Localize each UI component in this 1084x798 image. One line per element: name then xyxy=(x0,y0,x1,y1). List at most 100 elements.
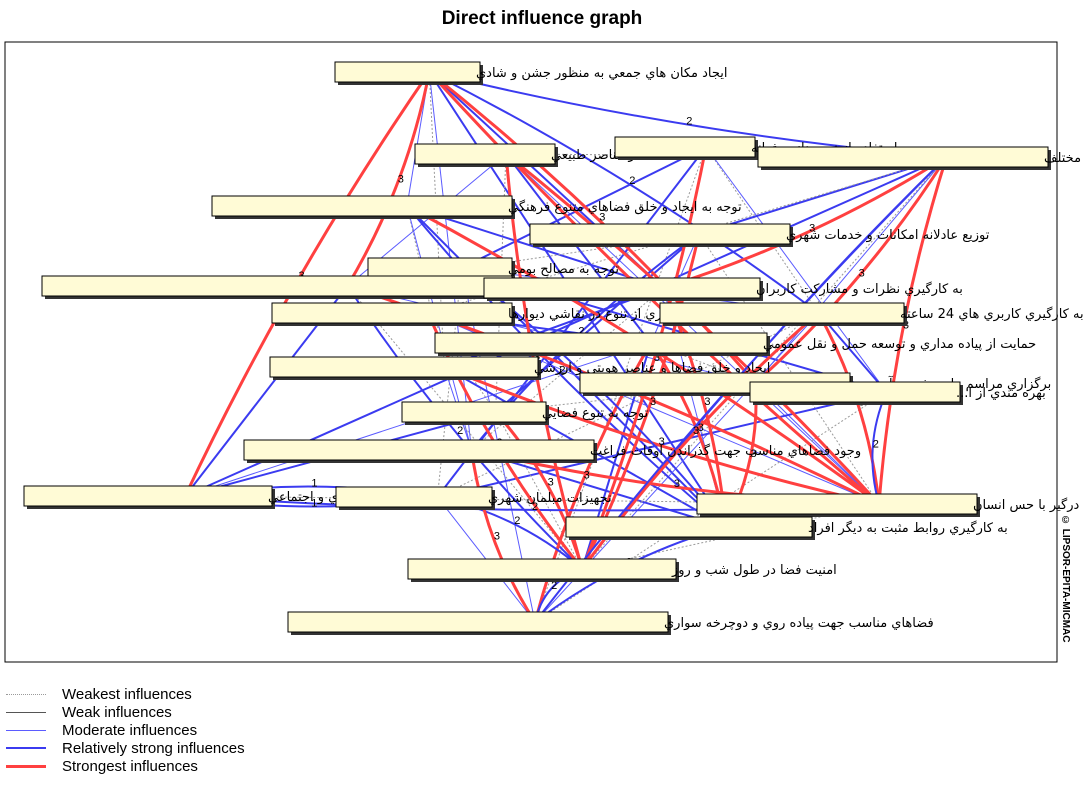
influence-edge xyxy=(580,146,708,570)
weak-edge xyxy=(495,411,583,570)
node-n19: تجهيزات مبلمان شهري xyxy=(335,486,612,510)
legend-swatch xyxy=(6,693,46,695)
node-label: تجهيزات مبلمان شهري xyxy=(488,491,612,506)
influence-edge xyxy=(470,449,537,623)
edge-weight-label: 2 xyxy=(578,326,584,338)
node-label: امنيت فضا در طول شب و روز xyxy=(671,563,837,578)
node-label: توجه به تنوع فضايي xyxy=(542,406,649,421)
influence-edge xyxy=(877,156,948,505)
node-label: ايجاد و خلق فضاها و عناصر هويتي و ارزشي xyxy=(534,361,770,376)
weak-edge xyxy=(705,146,887,393)
node-n12: حمايت از پياده مداري و توسعه حمل و نقل ع… xyxy=(434,332,1036,356)
legend-label: Weakest influences xyxy=(62,685,192,703)
weak-edge xyxy=(505,153,880,505)
influence-edge xyxy=(428,71,820,314)
graph-title: Direct influence graph xyxy=(441,8,643,29)
edge-weight-label: 3 xyxy=(650,396,656,408)
legend-label: Weak influences xyxy=(62,703,172,721)
node-label: وجود فضاهاي مناسب جهت گذراندن اوقات فراغ… xyxy=(590,443,861,459)
legend-swatch xyxy=(6,729,46,731)
edge-weight-label: 2 xyxy=(532,501,538,513)
edge-weight-label: 2 xyxy=(873,438,879,450)
edge-weight-label: 3 xyxy=(599,211,605,223)
legend-item: Relatively strong influences xyxy=(6,739,245,757)
edge-weight-label: 2 xyxy=(514,515,520,527)
influence-edge xyxy=(754,156,948,385)
node-n9: به كارگيري نظرات و مشاركت كاربران xyxy=(483,277,963,301)
node-label: حمايت از پياده مداري و توسعه حمل و نقل ع… xyxy=(763,337,1036,352)
legend-label: Strongest influences xyxy=(62,757,198,775)
edge-weight-label: 3 xyxy=(548,477,554,489)
influence-edge xyxy=(346,71,431,287)
influence-edge xyxy=(662,155,948,290)
node-label: به كارگيري نظرات و مشاركت كاربران xyxy=(756,281,963,297)
weak-edge xyxy=(582,503,880,570)
legend-item: Weak influences xyxy=(6,703,245,721)
edge-weight-label: 2 xyxy=(457,425,463,437)
node-n23: فضاهاي مناسب جهت پياده روي و دوچرخه سوار… xyxy=(287,611,934,635)
weak-edge xyxy=(347,285,583,570)
weak-edge xyxy=(494,233,700,413)
edge-weight-label: 3 xyxy=(750,448,756,460)
node-label: توجه به مصالح بومي xyxy=(508,262,619,277)
edge-weight-label: 1 xyxy=(311,497,317,509)
node-n22: امنيت فضا در طول شب و روز xyxy=(407,558,837,582)
watermark: © LIPSOR-EPITA-MICMAC xyxy=(1060,515,1071,643)
edge-weight-label: 1 xyxy=(311,478,317,490)
node-n1: ايجاد مكان هاي جمعي به منظور جشن و شادي xyxy=(334,61,728,85)
node-label: توزيع عادلانه امكانات و خدمات شهري xyxy=(786,228,990,243)
weak-edge xyxy=(437,312,819,498)
edge-weight-label: 3 xyxy=(704,396,710,408)
edge-weight-label: 3 xyxy=(674,478,680,490)
edge-weight-label: 3 xyxy=(859,267,865,279)
influence-edge xyxy=(443,365,880,506)
node-n16: توجه به تنوع فضايي xyxy=(401,401,649,425)
edge-weight-label: 3 xyxy=(654,352,660,364)
edge-weight-label: 3 xyxy=(698,422,704,434)
node-n13: ايجاد و خلق فضاها و عناصر هويتي و ارزشي xyxy=(269,356,770,380)
node-layer: ايجاد مكان هاي جمعي به منظور جشن و شادي ا… xyxy=(23,61,1084,635)
legend-swatch xyxy=(6,764,46,768)
node-n20: به كارگيري فضاهاي درگير با حس انسان xyxy=(696,493,1084,517)
edge-weight-label: 3 xyxy=(659,436,665,448)
node-n6: توزيع عادلانه امكانات و خدمات شهري xyxy=(529,223,990,247)
legend-label: Moderate influences xyxy=(62,721,198,739)
legend-item: Weakest influences xyxy=(6,685,245,703)
node-n3: استفاده از نورپردازي شبانه xyxy=(614,136,897,160)
legend-item: Moderate influences xyxy=(6,721,245,739)
weak-edge xyxy=(755,156,947,384)
node-label: به كارگيري روابط مثبت به ديگر افراد xyxy=(808,520,1008,536)
node-n15: بهره مندي از ا... xyxy=(749,381,1046,405)
influence-edge xyxy=(817,312,881,505)
edge-weight-label: 3 xyxy=(809,223,815,235)
node-label: بهره گيري از تنوع در نقاشي ديوارها xyxy=(508,306,701,322)
edge-weight-label: 2 xyxy=(551,580,557,592)
influence-edge xyxy=(346,285,583,570)
weak-edge xyxy=(437,391,887,498)
edge-weight-label: 2 xyxy=(686,115,692,127)
edge-weight-label: 2 xyxy=(629,175,635,187)
node-n5: توجه به ايجاد و خلق فضاهاي متنوع فرهنگي xyxy=(211,195,742,219)
legend-swatch xyxy=(6,711,46,713)
node-label: بهره مندي از ا... xyxy=(956,386,1046,401)
weak-edge xyxy=(817,312,888,393)
legend-swatch xyxy=(6,747,46,749)
edge-weight-label: 3 xyxy=(398,174,404,186)
edge-weight-label: 3 xyxy=(693,425,699,437)
node-n4: برخورداري از فضا و فروشگاه هاي مختلف xyxy=(757,146,1084,170)
node-label: به كارگيري فضاهاي درگير با حس انسان xyxy=(973,497,1084,513)
weak-edge xyxy=(428,71,445,368)
node-label: به كارگيري كاربري هاي 24 ساعته xyxy=(900,306,1084,322)
edge-weight-label: 3 xyxy=(494,530,500,542)
node-label: توجه به ايجاد و خلق فضاهاي متنوع فرهنگي xyxy=(508,199,742,215)
legend-label: Relatively strong influences xyxy=(62,739,245,757)
node-n11: به كارگيري كاربري هاي 24 ساعته xyxy=(659,302,1084,326)
legend-item: Strongest influences xyxy=(6,757,245,775)
node-label: برخورداري از فضا و فروشگاه هاي مختلف xyxy=(1044,150,1084,166)
edge-weight-label: 2 xyxy=(559,365,565,377)
node-n21: به كارگيري روابط مثبت به ديگر افراد xyxy=(565,516,1008,540)
weak-edge xyxy=(505,153,652,344)
node-n17: وجود فضاهاي مناسب جهت گذراندن اوقات فراغ… xyxy=(243,439,861,463)
